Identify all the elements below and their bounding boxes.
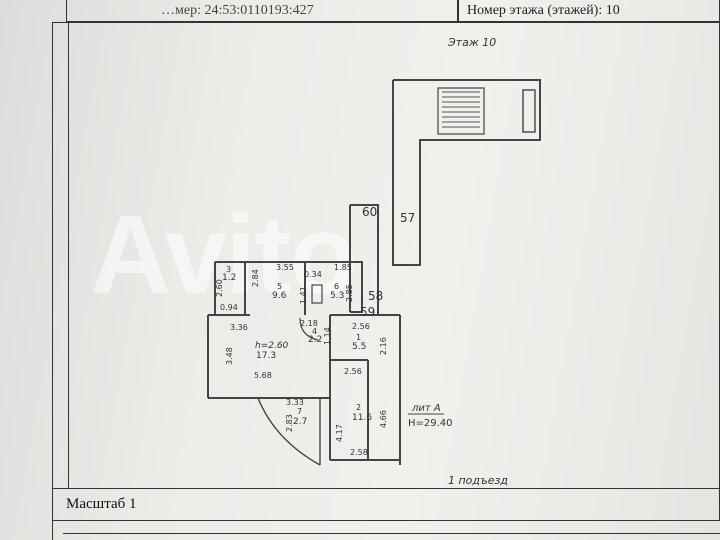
room-2-area: 11.6 — [352, 413, 372, 423]
dim-2-56-b: 2.56 — [344, 367, 362, 376]
dim-2-18: 2.18 — [300, 319, 318, 328]
room-7-number: 7 — [297, 407, 302, 416]
room-4-number: 4 — [312, 327, 317, 336]
dim-1-41: 1.41 — [299, 286, 308, 304]
scale-row — [52, 489, 720, 521]
dim-2-85: 2.85 — [345, 284, 354, 302]
room-6-number: 6 — [334, 282, 339, 291]
dim-3-55: 3.55 — [276, 263, 294, 272]
dim-1-85: 1.85 — [334, 263, 352, 272]
room-1-height: h=2.60 — [255, 341, 289, 351]
room-7-area: 2.7 — [293, 417, 307, 427]
watermark: Avito — [90, 192, 358, 317]
room-4-area: 2.2 — [308, 335, 322, 345]
corridor-number-60: 60 — [362, 205, 377, 219]
dim-4-17: 4.17 — [335, 424, 344, 442]
dim-2-83: 2.83 — [285, 414, 294, 432]
lit-label: лит А — [411, 403, 441, 414]
room-8-number: 1 — [356, 333, 361, 342]
room-5-number: 5 — [277, 282, 282, 291]
floor-title: Этаж 10 — [447, 36, 496, 49]
stair-hatch — [442, 91, 480, 128]
dim-0-94: 0.94 — [220, 303, 238, 312]
dim-2-16: 2.16 — [379, 337, 388, 355]
dim-3-33: 3.33 — [286, 398, 304, 407]
room-3-number: 3 — [226, 265, 231, 274]
corridor-number-57: 57 — [400, 211, 415, 225]
dim-2-56-a: 2.56 — [352, 322, 370, 331]
scale-label: Масштаб 1 — [66, 496, 137, 512]
room-3-area: 1.2 — [222, 273, 236, 283]
height-label: H=29.40 — [408, 418, 453, 429]
room-1-area: 17.3 — [256, 351, 276, 361]
room-6-area: 5.3 — [330, 291, 344, 301]
plan-inner-frame — [68, 22, 720, 489]
corridor-number-59: 59 — [360, 305, 375, 319]
plan-walls — [207, 79, 541, 466]
bottom-row — [52, 521, 720, 540]
dim-5-68: 5.68 — [254, 371, 272, 380]
dim-1-14: 1.14 — [323, 327, 332, 345]
dim-2-58: 2.58 — [350, 448, 368, 457]
dim-2-84: 2.84 — [251, 269, 260, 287]
cadastral-number-cell: …мер: 24:53:0110193:427 — [66, 0, 458, 22]
dim-0-34: 0.34 — [304, 270, 322, 279]
dim-3-48: 3.48 — [225, 347, 234, 365]
corridor-number-58: 58 — [368, 289, 383, 303]
room-5-area: 9.6 — [272, 291, 287, 301]
dim-4-66: 4.66 — [379, 410, 388, 428]
dim-3-36: 3.36 — [230, 323, 248, 332]
dim-2-60-a: 2.60 — [215, 279, 224, 297]
room-2-number: 2 — [356, 403, 361, 412]
floor-count-text: Номер этажа (этажей): 10 — [467, 3, 620, 18]
entrance-label: 1 подъезд — [448, 474, 508, 487]
room-8-area: 5.5 — [352, 342, 366, 352]
cadastral-number-text: …мер: 24:53:0110193:427 — [161, 3, 314, 18]
